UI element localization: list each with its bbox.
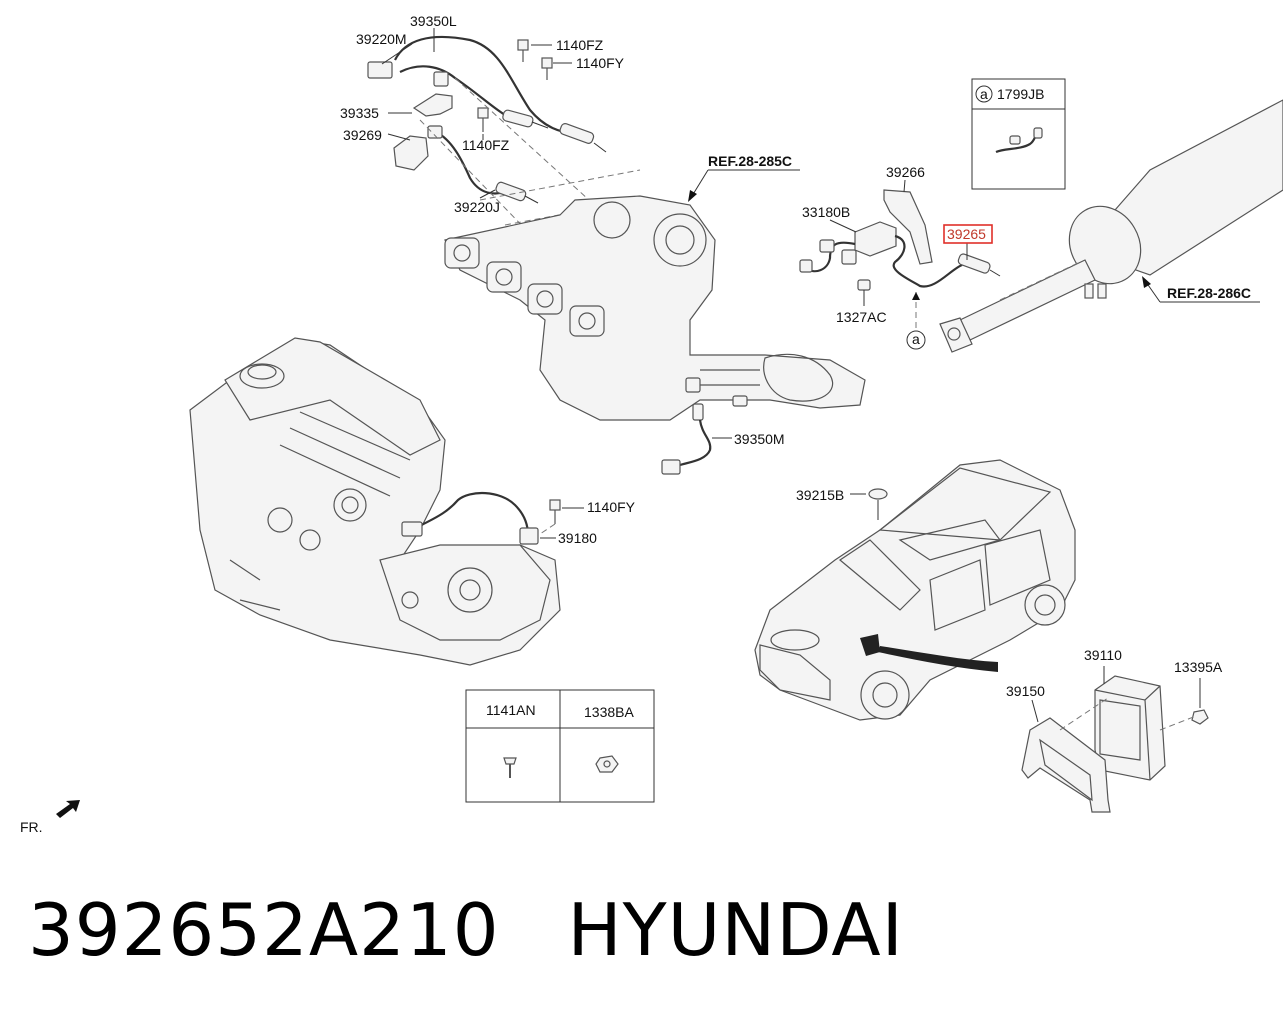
turbo-manifold-assembly <box>444 195 866 475</box>
label-39266: 39266 <box>886 164 925 180</box>
callout-labels: 39350L 39220M 1140FZ 1140FY 39335 39269 … <box>20 13 1251 835</box>
label-1140fy-engine: 1140FY <box>587 499 636 515</box>
muffler-assembly <box>939 99 1283 353</box>
bolt-icon <box>517 39 529 62</box>
label-ref-28-286c: REF.28-286C <box>1167 285 1251 301</box>
oxygen-sensor-group-top <box>367 28 641 266</box>
label-39110: 39110 <box>1084 647 1122 663</box>
screw-icon <box>503 757 517 778</box>
front-direction-arrow-icon <box>56 800 80 818</box>
fastener-table <box>465 689 655 803</box>
label-39350m: 39350M <box>734 431 785 447</box>
label-39180: 39180 <box>558 530 597 546</box>
label-1140fz-mid: 1140FZ <box>462 137 510 153</box>
crank-sensor-39180 <box>401 491 584 545</box>
highlighted-part-39265: 39265 <box>943 224 993 244</box>
label-39220j: 39220J <box>454 199 500 215</box>
label-39269: 39269 <box>343 127 382 143</box>
label-39265: 39265 <box>947 226 986 242</box>
ecu-assembly <box>1021 666 1209 813</box>
callout-a <box>906 330 926 350</box>
label-1140fy-top: 1140FY <box>576 55 625 71</box>
parts-diagram: 39350L 39220M 1140FZ 1140FY 39335 39269 … <box>20 13 1283 835</box>
label-callout-a: a <box>912 331 920 347</box>
nox-sensor-group <box>799 179 1001 330</box>
inset-box-1799jb <box>971 78 1066 190</box>
part-number: 392652A210 <box>28 888 500 972</box>
label-39150: 39150 <box>1006 683 1045 699</box>
label-13395a: 13395A <box>1174 659 1223 675</box>
fastener-header-1141an: 1141AN <box>486 702 536 718</box>
bolt-icon <box>541 57 553 80</box>
vehicle-outline <box>754 459 1076 721</box>
label-1327ac: 1327AC <box>836 309 887 325</box>
label-39215b: 39215B <box>796 487 844 503</box>
fastener-header-1338ba: 1338BA <box>584 704 634 720</box>
bolt-icon <box>477 107 489 132</box>
label-39335: 39335 <box>340 105 379 121</box>
label-1140fz-top: 1140FZ <box>556 37 604 53</box>
label-39220m: 39220M <box>356 31 407 47</box>
label-fr: FR. <box>20 819 43 835</box>
nut-icon <box>595 755 619 773</box>
inset-code-1799jb: 1799JB <box>997 86 1044 102</box>
label-39350l: 39350L <box>410 13 457 29</box>
part-footer: 392652A210 HYUNDAI <box>28 888 1268 988</box>
inset-marker-a: a <box>980 86 988 102</box>
label-ref-28-285c: REF.28-285C <box>708 153 792 169</box>
engine-block <box>189 337 561 666</box>
ref-arrow-286c <box>1142 276 1260 303</box>
label-33180b: 33180B <box>802 204 850 220</box>
brand-name: HYUNDAI <box>567 888 904 972</box>
ref-arrow-285c <box>688 169 800 202</box>
